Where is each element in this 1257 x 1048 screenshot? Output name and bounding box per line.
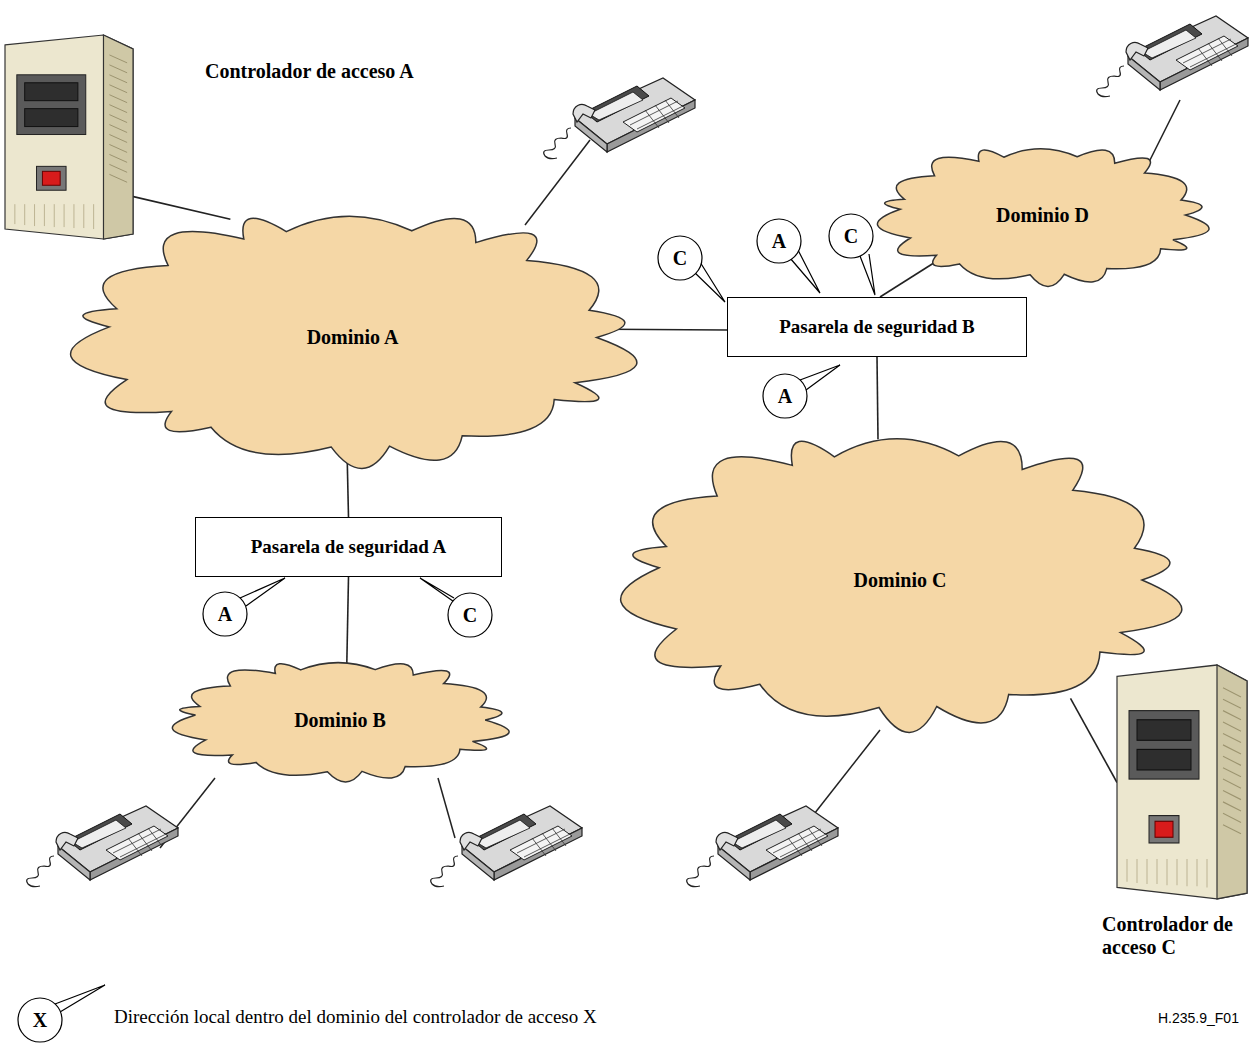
domain-cloud: Dominio B [175, 655, 505, 785]
gatekeeper-label: Controlador de acceso C [1102, 913, 1242, 959]
network-link [1071, 698, 1118, 782]
node-label: Dominio A [307, 326, 399, 349]
callout-letter: C [660, 238, 700, 278]
gateway-box: Pasarela de seguridad A [195, 517, 502, 577]
callout-letter: A [765, 376, 805, 416]
domain-cloud: Dominio A [75, 200, 630, 475]
network-link [877, 357, 878, 439]
domain-cloud: Dominio C [625, 420, 1175, 740]
node-label: Dominio B [294, 709, 386, 732]
figure-id: H.235.9_F01 [1158, 1010, 1239, 1026]
domain-cloud: Dominio D [880, 140, 1205, 290]
network-link [880, 260, 939, 297]
callout-letter: A [205, 594, 245, 634]
callout-letter: A [759, 221, 799, 261]
server-icon [1117, 665, 1249, 900]
network-link [608, 328, 727, 330]
gateway-box: Pasarela de seguridad B [727, 297, 1027, 357]
network-link [126, 195, 230, 219]
callout-letter: C [450, 595, 490, 635]
server-icon [5, 35, 135, 240]
callout-letter: C [831, 216, 871, 256]
gatekeeper-label: Controlador de acceso A [205, 60, 525, 83]
node-label: Dominio C [854, 569, 947, 592]
legend-text: Dirección local dentro del dominio del c… [114, 1006, 597, 1028]
gatekeeper-server: Controlador de acceso A [5, 35, 135, 240]
node-label: Pasarela de seguridad B [779, 316, 974, 338]
node-label: Pasarela de seguridad A [251, 536, 446, 558]
node-label: Dominio D [996, 204, 1089, 227]
gatekeeper-server: Controlador de acceso C [1117, 665, 1249, 900]
callout-letter: X [20, 1000, 60, 1040]
network-link [347, 577, 349, 675]
